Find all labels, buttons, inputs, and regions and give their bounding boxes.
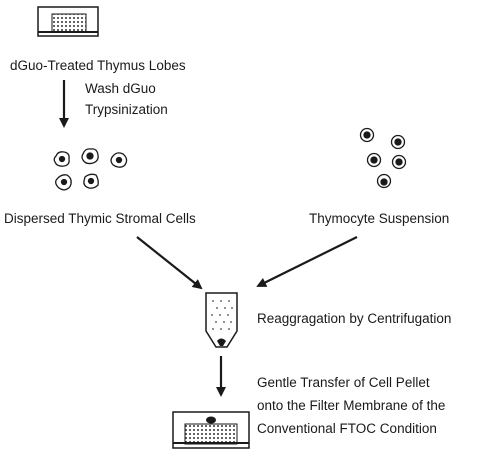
stromal-cells-icon (53, 148, 128, 191)
arrow-thymocyte-to-tube (256, 236, 358, 287)
culture-dish-with-pellet-icon (172, 411, 250, 449)
transfer-line-1: Gentle Transfer of Cell Pellet (257, 375, 430, 390)
reaggregation-label: Reaggragation by Centrifugation (257, 311, 451, 326)
thymus-lobes-label: dGuo-Treated Thymus Lobes (10, 58, 186, 73)
centrifuge-tube-icon (205, 292, 238, 348)
arrow-stromal-to-tube (136, 236, 203, 290)
transfer-line-3: Conventional FTOC Condition (257, 421, 437, 436)
trypsinization-label: Trypsinization (85, 102, 168, 117)
thymocyte-label: Thymocyte Suspension (309, 211, 449, 226)
thymocyte-cells-icon (359, 127, 407, 189)
culture-dish-icon (37, 6, 99, 37)
stromal-cells-label: Dispersed Thymic Stromal Cells (4, 211, 196, 226)
wash-label: Wash dGuo (85, 81, 156, 96)
transfer-line-2: onto the Filter Membrane of the (257, 398, 445, 413)
